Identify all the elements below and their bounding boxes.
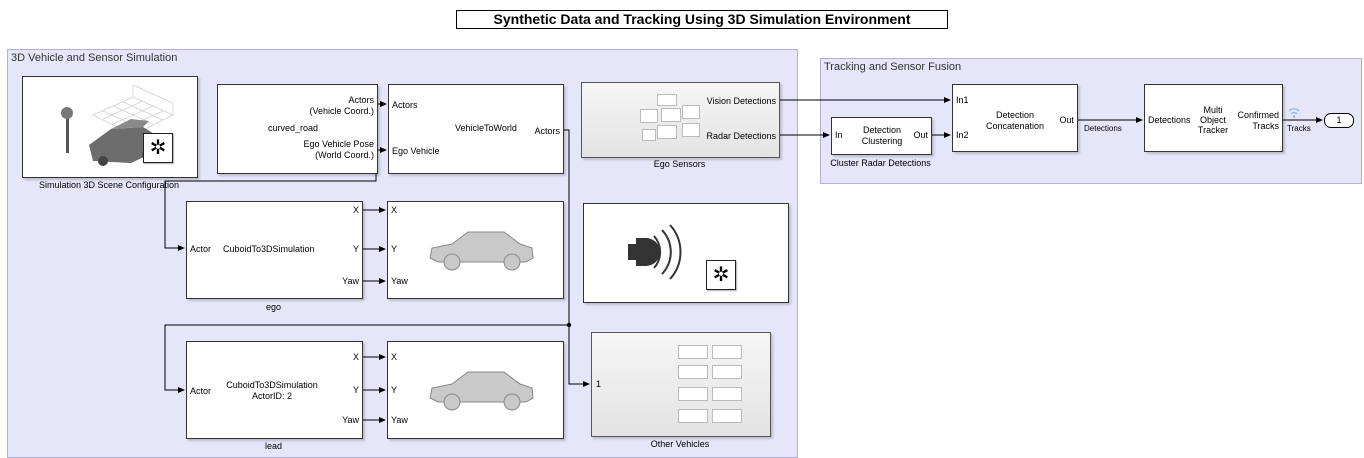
ego-actor-in: Actor — [190, 244, 212, 254]
concat-out: Out — [1059, 115, 1074, 125]
ego-sensors-caption: Ego Sensors — [653, 159, 706, 169]
ego-vehicle-x-in: X — [391, 205, 398, 215]
concat-name-2: Concatenation — [985, 121, 1045, 131]
lead-cuboid-name: CuboidTo3DSimulation — [226, 380, 318, 390]
scenario-reader-block[interactable]: Actors (Vehicle Coord.) curved_road Ego … — [217, 84, 378, 174]
multi-object-tracker-block[interactable]: Detections Multi Object Tracker Confirme… — [1144, 84, 1283, 152]
area-label-simulation: 3D Vehicle and Sensor Simulation — [11, 52, 178, 64]
lead-actor-id: ActorID: 2 — [251, 391, 292, 401]
ego-vehicle-y-in: Y — [391, 244, 398, 254]
tracker-name-3: Tracker — [1197, 125, 1229, 135]
lead-cuboid-block[interactable]: Actor CuboidTo3DSimulation ActorID: 2 X … — [186, 341, 363, 439]
detections-signal-label: Detections — [1084, 124, 1122, 133]
detection-concatenation-block[interactable]: In1 In2 Detection Concatenation Out — [952, 84, 1078, 152]
v2w-actors-in: Actors — [392, 100, 418, 110]
cluster-radar-detections-block[interactable]: In Detection Clustering Out — [831, 117, 932, 155]
v2w-name: VehicleToWorld — [455, 123, 517, 133]
concat-in1: In1 — [956, 95, 969, 105]
tracker-name-1: Multi — [1203, 105, 1223, 115]
area-label-tracking: Tracking and Sensor Fusion — [824, 61, 962, 73]
lead-vehicle-yaw-in: Yaw — [391, 415, 408, 425]
tracker-detections-in: Detections — [1148, 115, 1191, 125]
ego-pose-port-label: Ego Vehicle Pose — [303, 139, 374, 149]
speaker-icon — [628, 224, 682, 280]
vehicle-coord-label: (Vehicle Coord.) — [309, 106, 374, 116]
other-vehicles-caption: Other Vehicles — [650, 439, 710, 449]
concat-in2: In2 — [956, 130, 969, 140]
tracker-name-2: Object — [1199, 115, 1226, 125]
outport-1[interactable]: 1 — [1324, 113, 1354, 128]
tracker-confirmed-out: Confirmed — [1237, 110, 1279, 120]
actors-port-label: Actors — [348, 95, 374, 105]
ego-y-out: Y — [352, 244, 359, 254]
scene-configuration-block[interactable]: ✲ — [22, 76, 198, 178]
lead-actor-in: Actor — [190, 386, 212, 396]
world-coord-label: (World Coord.) — [315, 150, 374, 160]
radar-detections-out: Radar Detections — [706, 131, 776, 141]
gear-icon: ✲ — [143, 133, 173, 163]
scene-caption: Simulation 3D Scene Configuration — [38, 180, 180, 190]
sedan-icon — [429, 231, 534, 271]
lead-vehicle-y-in: Y — [391, 385, 398, 395]
lead-y-out: Y — [352, 385, 359, 395]
ego-cuboid-block[interactable]: Actor CuboidTo3DSimulation X Y Yaw — [186, 201, 363, 299]
cluster-name-2: Clustering — [861, 136, 903, 146]
ego-vehicle-yaw-in: Yaw — [391, 276, 408, 286]
ego-x-out: X — [352, 205, 359, 215]
lead-x-out: X — [352, 352, 359, 362]
cluster-name-1: Detection — [862, 125, 902, 135]
lead-caption: lead — [264, 441, 282, 451]
other-vehicles-in: 1 — [596, 379, 602, 389]
diagram-title: Synthetic Data and Tracking Using 3D Sim… — [456, 10, 948, 29]
v2w-actors-out: Actors — [534, 126, 560, 136]
vision-detections-out: Vision Detections — [706, 96, 776, 106]
sensor-configuration-block[interactable]: ✲ — [583, 203, 789, 303]
lead-vehicle-3d-block[interactable]: X Y Yaw — [387, 341, 564, 439]
sedan-icon — [429, 371, 534, 411]
tracker-tracks-out: Tracks — [1252, 121, 1279, 131]
other-vehicles-block[interactable]: 1 — [591, 332, 771, 437]
v2w-ego-in: Ego Vehicle — [392, 146, 440, 156]
gear-icon: ✲ — [706, 260, 736, 290]
concat-name-1: Detection — [995, 110, 1035, 120]
ego-yaw-out: Yaw — [342, 276, 359, 286]
lead-yaw-out: Yaw — [342, 415, 359, 425]
ego-vehicle-3d-block[interactable]: X Y Yaw — [387, 201, 564, 299]
cluster-caption: Cluster Radar Detections — [830, 158, 931, 168]
wireless-icon — [1288, 108, 1300, 118]
road-label: curved_road — [268, 123, 319, 133]
lead-vehicle-x-in: X — [391, 352, 398, 362]
cluster-out: Out — [913, 130, 928, 140]
vehicle-to-world-block[interactable]: Actors Ego Vehicle VehicleToWorld Actors — [388, 84, 564, 174]
tracks-signal-label: Tracks — [1287, 124, 1311, 133]
cluster-in: In — [835, 130, 843, 140]
ego-cuboid-name: CuboidTo3DSimulation — [223, 244, 315, 254]
ego-caption: ego — [265, 302, 282, 312]
ego-sensors-block[interactable]: Vision Detections Radar Detections — [581, 82, 780, 158]
